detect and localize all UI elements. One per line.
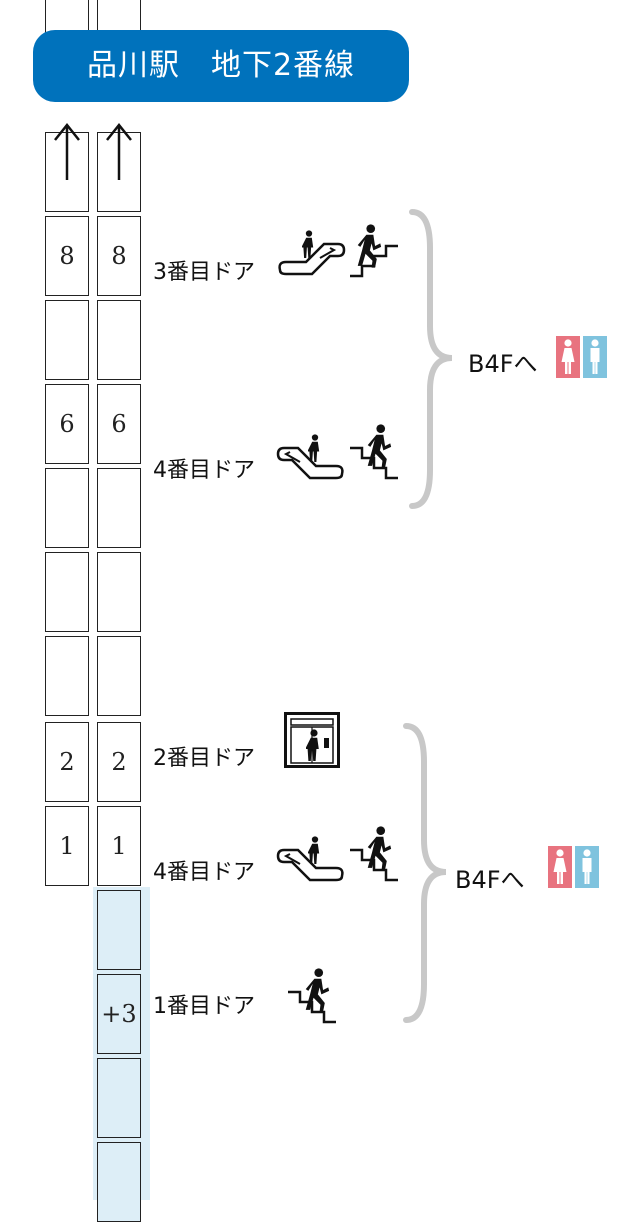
car-left — [45, 636, 89, 716]
car-right — [97, 636, 141, 716]
escalator-up-icon — [278, 230, 346, 276]
door-label: 1番目ドア — [153, 994, 255, 1019]
arrow-up-icon — [54, 122, 80, 180]
door-label: 4番目ドア — [153, 860, 255, 885]
stairs-down-icon — [288, 968, 336, 1024]
car-right: 2 — [97, 722, 141, 802]
door-label: 3番目ドア — [153, 260, 255, 285]
car-left: 6 — [45, 384, 89, 464]
womens-restroom-icon — [556, 336, 580, 378]
car-left: 8 — [45, 216, 89, 296]
destination-label: B4Fへ — [468, 350, 538, 378]
car-right — [97, 468, 141, 548]
door-label: 2番目ドア — [153, 746, 255, 771]
arrow-up-icon — [106, 122, 132, 180]
car-right: 8 — [97, 216, 141, 296]
restroom-icons — [548, 846, 599, 888]
elevator-icon — [284, 712, 340, 768]
car-left: 2 — [45, 722, 89, 802]
extra-car — [97, 1142, 141, 1222]
group-brace — [409, 209, 453, 509]
extra-car: +3 — [97, 974, 141, 1054]
car-left — [45, 300, 89, 380]
escalator-down-icon — [276, 836, 344, 882]
mens-restroom-icon — [583, 336, 607, 378]
car-left — [45, 552, 89, 632]
door-label: 4番目ドア — [153, 458, 255, 483]
car-left — [45, 468, 89, 548]
car-right — [97, 300, 141, 380]
escalator-down-icon — [276, 434, 344, 480]
page-title: 品川駅 地下2番線 — [33, 30, 409, 102]
stairs-up-icon — [350, 224, 398, 278]
car-right: 6 — [97, 384, 141, 464]
car-left: 1 — [45, 806, 89, 886]
mens-restroom-icon — [575, 846, 599, 888]
restroom-icons — [556, 336, 607, 378]
womens-restroom-icon — [548, 846, 572, 888]
stairs-down-icon — [350, 826, 398, 882]
car-right — [97, 552, 141, 632]
extra-car — [97, 890, 141, 970]
extra-car — [97, 1058, 141, 1138]
car-right: 1 — [97, 806, 141, 886]
group-brace — [403, 723, 447, 1023]
stairs-down-icon — [350, 424, 398, 480]
destination-label: B4Fへ — [455, 866, 525, 894]
